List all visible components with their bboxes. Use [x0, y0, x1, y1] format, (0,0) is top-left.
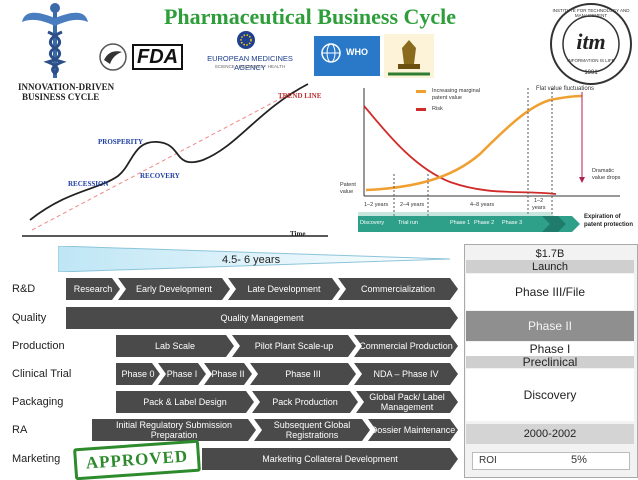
duration-arrow	[58, 246, 451, 272]
bar-early-development: Early Development	[118, 278, 230, 300]
row-label-ra: RA	[12, 424, 28, 436]
bar-commercialization: Commercialization	[338, 278, 458, 300]
business-cycle-graph	[22, 83, 328, 237]
caduceus-icon	[22, 3, 88, 78]
patent-value-chart: Increasing marginal patent value Risk Fl…	[340, 84, 636, 244]
bar-phase-3: Phase III	[250, 363, 356, 385]
bar-dossier-maintenance: Dossier Maintenance	[368, 419, 458, 441]
bar-late-development: Late Development	[228, 278, 340, 300]
bar-phase-1: Phase I	[158, 363, 206, 385]
patent-curves	[358, 88, 620, 232]
row-label-packaging: Packaging	[12, 396, 64, 408]
bar-pack-label-design: Pack & Label Design	[116, 391, 254, 413]
bar-pack-production: Pack Production	[252, 391, 358, 413]
bar-nda-phase-4: NDA – Phase IV	[354, 363, 458, 385]
legend-swatch-risk	[416, 108, 426, 111]
roi-row: ROI 5%	[472, 452, 630, 470]
launch-label: Launch	[466, 260, 634, 273]
seal-ring-icon	[550, 3, 632, 85]
who-logo: WHO	[314, 36, 380, 76]
discovery-block: Discovery	[466, 369, 634, 421]
years-label: 2000-2002	[466, 424, 634, 444]
phase1-block: Phase I	[466, 342, 634, 356]
globe-icon	[321, 43, 341, 63]
bar-global-pack: Global Pack/ Label Management	[356, 391, 458, 413]
bar-marketing-collateral: Marketing Collateral Development	[202, 448, 458, 470]
eu-stars-icon	[237, 31, 255, 49]
row-label-production: Production	[12, 340, 65, 352]
bar-global-registrations: Subsequent Global Registrations	[254, 419, 370, 441]
hhs-eagle-icon	[99, 43, 127, 71]
row-label-quality: Quality	[12, 312, 47, 324]
cycle-curve	[29, 83, 309, 221]
phase2-block: Phase II	[466, 311, 634, 341]
phase3-file-block: Phase III/File	[466, 274, 634, 310]
trend-line	[31, 83, 309, 231]
fda-logo: FDA	[98, 40, 186, 74]
bar-lab-scale: Lab Scale	[116, 335, 234, 357]
patent-value-curve	[365, 94, 583, 192]
cost-value: $1.7B	[535, 247, 565, 260]
bar-phase-2: Phase II	[204, 363, 252, 385]
page-title: Pharmaceutical Business Cycle	[163, 4, 457, 29]
legend-swatch-patent	[416, 90, 426, 93]
business-cycle-panel: INNOVATION-DRIVEN BUSINESS CYCLE TREND L…	[8, 80, 338, 240]
row-label-marketing: Marketing	[12, 453, 61, 465]
national-emblem-icon	[384, 34, 434, 78]
row-label-clinical: Clinical Trial	[12, 368, 72, 380]
risk-curve	[363, 105, 557, 195]
bar-initial-regulatory: Initial Regulatory Submission Preparatio…	[92, 419, 256, 441]
bar-research: Research	[66, 278, 120, 300]
bar-pilot-plant: Pilot Plant Scale-up	[232, 335, 356, 357]
bar-commercial-production: Commercial Production	[354, 335, 458, 357]
timeline-arrow	[358, 216, 580, 232]
preclinical-block: Preclinical	[466, 355, 634, 369]
bar-phase-0: Phase 0	[116, 363, 160, 385]
bar-quality-management: Quality Management	[66, 307, 458, 329]
row-label-rnd: R&D	[12, 283, 36, 295]
itm-seal-logo: INSTITUTE FOR TECHNOLOGY AND MANAGEMENT …	[549, 2, 633, 86]
ema-logo: EUROPEAN MEDICINES AGENCY SCIENCE · MEDI…	[192, 30, 308, 76]
approved-stamp: APPROVED	[73, 439, 201, 480]
duration-label: 4.5- 6 years	[222, 254, 281, 266]
